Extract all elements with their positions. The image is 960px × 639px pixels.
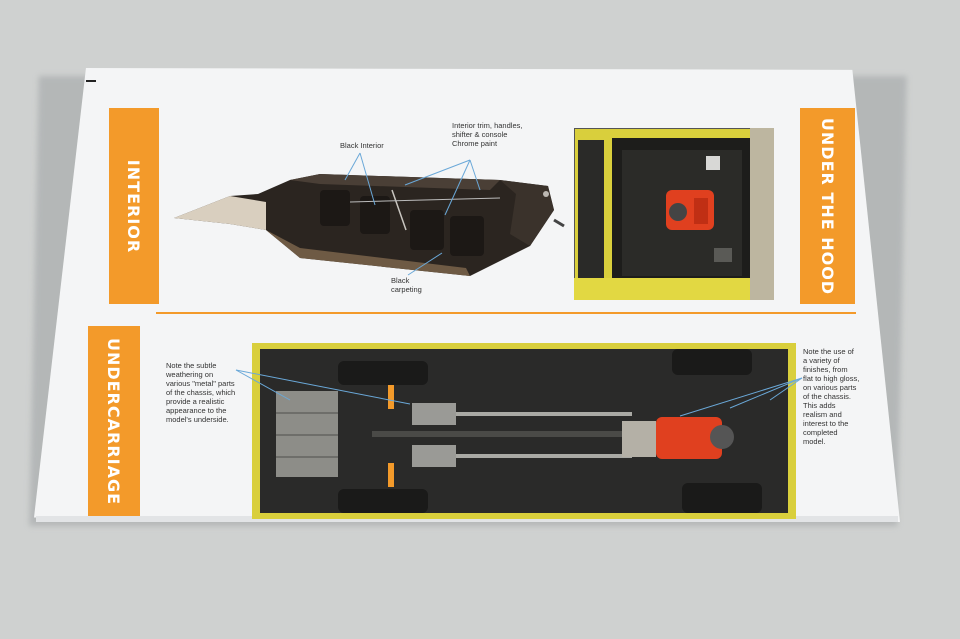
interior-section-title: INTERIOR — [124, 159, 144, 253]
interior-photo — [170, 150, 570, 280]
under-the-hood-photo — [574, 128, 774, 300]
under-the-hood-section-tab: UNDER THE HOOD — [800, 108, 855, 304]
undercarriage-photo — [252, 343, 796, 519]
weathering-callout: Note the subtle weathering on various "m… — [166, 361, 236, 424]
undercarriage-section-tab: UNDERCARRIAGE — [88, 326, 140, 516]
finishes-callout: Note the use of a variety of finishes, f… — [803, 347, 860, 446]
under-the-hood-section-title: UNDER THE HOOD — [818, 117, 838, 295]
interior-callout-lines — [344, 152, 481, 276]
corner-mark — [86, 80, 96, 82]
interior-trim-callout: Interior trim, handles, shifter & consol… — [452, 121, 523, 148]
brochure-edge — [36, 516, 898, 522]
section-divider — [156, 312, 856, 314]
black-interior-callout: Black Interior — [340, 141, 384, 150]
interior-section-tab: INTERIOR — [109, 108, 159, 304]
undercarriage-callout-lines — [235, 369, 803, 417]
black-carpeting-callout: Black carpeting — [391, 276, 422, 294]
undercarriage-section-title: UNDERCARRIAGE — [104, 337, 124, 505]
